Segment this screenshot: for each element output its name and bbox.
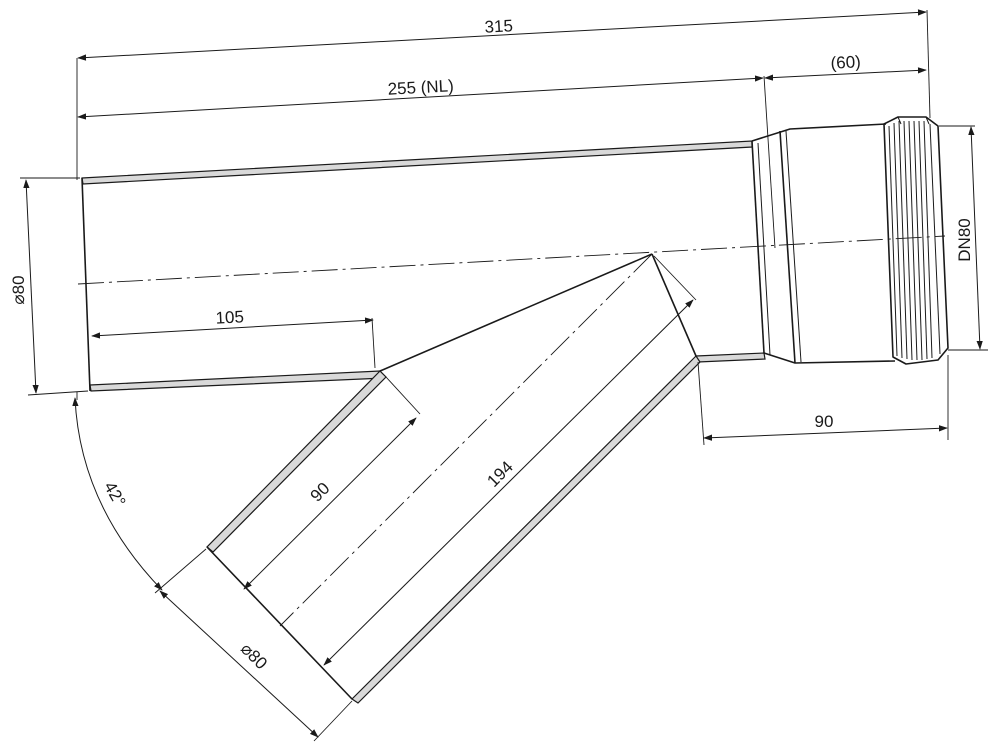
dim-line-branch-inner <box>243 417 417 590</box>
label-nominal-length: 255 (NL) <box>387 76 454 98</box>
dim-line-dn <box>968 126 983 350</box>
main-pipe <box>81 123 896 392</box>
dimension-labels: 315 255 (NL) (60) 105 90 DN80 ⌀80 194 90… <box>9 16 974 673</box>
socket-seal-ring <box>883 116 949 365</box>
branch-top-edge <box>379 253 653 372</box>
label-branch-length: 194 <box>483 457 516 490</box>
socket-step <box>751 140 765 354</box>
main-pipe-bottom-wall-right <box>695 352 766 363</box>
branch-end <box>206 546 353 700</box>
label-nominal-size: DN80 <box>955 218 974 261</box>
socket-transition-top <box>751 123 887 142</box>
dim-line-overall <box>77 9 927 61</box>
branch-lower-wall <box>351 355 701 704</box>
main-pipe-top-wall <box>81 140 753 185</box>
branch-pipe <box>206 253 701 704</box>
label-main-diameter: ⌀80 <box>9 275 28 304</box>
dim-arc-branch-angle <box>72 397 163 591</box>
main-centerline <box>77 235 946 285</box>
dim-line-branch-length <box>323 299 694 666</box>
branch-upper-wall <box>206 370 387 553</box>
label-branch-angle: 42° <box>100 478 129 510</box>
label-branch-inner: 90 <box>307 479 334 506</box>
label-socket-depth: (60) <box>830 52 861 73</box>
dim-line-main-diameter <box>23 179 39 394</box>
dim-line-branch-diameter <box>159 590 319 738</box>
label-overall-length: 315 <box>484 16 513 36</box>
dim-line-nominal <box>77 75 764 120</box>
label-branch-offset: 105 <box>215 307 244 327</box>
dim-line-socket-outer <box>703 425 948 441</box>
dimension-lines <box>23 9 983 738</box>
socket-transition-bottom <box>763 352 896 364</box>
branch-centerline <box>279 253 653 627</box>
main-pipe-left-end <box>81 177 91 392</box>
main-pipe-bottom-wall-left <box>89 370 386 392</box>
branch-apex <box>651 253 697 357</box>
dim-line-socket-depth <box>764 67 927 81</box>
label-branch-diameter: ⌀80 <box>237 639 271 673</box>
extension-lines <box>20 9 988 742</box>
label-socket-outer: 90 <box>815 412 834 431</box>
